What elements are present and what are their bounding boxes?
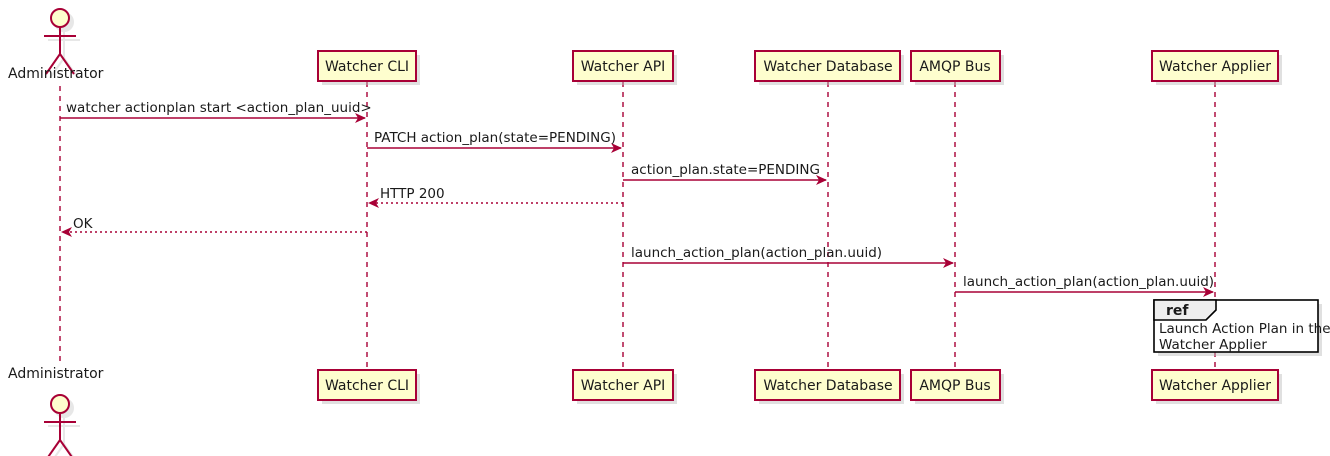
actor-head [50, 394, 70, 414]
participant-name: Watcher Database [763, 59, 892, 75]
message-1[interactable]: watcher actionplan start <action_plan_uu… [60, 100, 372, 123]
ref-body-line-1: Launch Action Plan in the [1159, 321, 1330, 337]
participant-box-watcher-cli-top[interactable]: Watcher CLI [317, 50, 420, 85]
messages-layer: watcher actionplan start <action_plan_uu… [60, 100, 1214, 297]
lifelines-layer [59, 82, 1216, 370]
message-label: HTTP 200 [380, 186, 445, 202]
participant-box-watcher-api-bottom[interactable]: Watcher API [572, 369, 677, 404]
message-label: OK [73, 216, 94, 232]
participant-box-watcher-api-top[interactable]: Watcher API [572, 50, 677, 85]
message-4[interactable]: HTTP 200 [368, 186, 623, 208]
participant-box-watcher-database-bottom[interactable]: Watcher Database [754, 369, 904, 404]
ref-header-label: ref [1166, 303, 1189, 319]
participant-name: Watcher CLI [325, 59, 409, 75]
participant-boxes-layer: Watcher CLI Watcher CLI Watcher API Watcher… [317, 50, 1282, 404]
participant-box-rect [910, 369, 1001, 401]
actor-head [50, 8, 70, 28]
participant-box-rect [1151, 50, 1279, 82]
participant-box-watcher-database-top[interactable]: Watcher Database [754, 50, 904, 85]
participant-box-rect [572, 50, 674, 82]
actor-administrator-bottom[interactable] [44, 394, 80, 456]
message-2[interactable]: PATCH action_plan(state=PENDING) [367, 130, 622, 153]
actor-leg-left [47, 439, 61, 456]
participant-name: Watcher API [581, 59, 666, 75]
ref-body-line-2: Watcher Applier [1159, 337, 1267, 353]
message-6[interactable]: launch_action_plan(action_plan.uuid) [623, 245, 954, 268]
participant-name: Watcher Database [763, 378, 892, 394]
actor-leg-left [45, 53, 61, 75]
message-label: watcher actionplan start <action_plan_uu… [66, 100, 372, 116]
actor-leg-left [54, 443, 65, 456]
participant-name: Watcher Applier [1159, 378, 1271, 394]
participant-box-watcher-cli-bottom[interactable]: Watcher CLI [317, 369, 420, 404]
message-label: launch_action_plan(action_plan.uuid) [631, 245, 882, 261]
participant-name: Watcher CLI [325, 378, 409, 394]
ref-header-tab [1153, 299, 1217, 321]
participant-box-amqp-bus-bottom[interactable]: AMQP Bus [910, 369, 1004, 404]
participant-box-rect [1151, 369, 1279, 401]
participant-box-rect [910, 50, 1001, 82]
actor-leg-right [59, 439, 73, 456]
participant-name: AMQP Bus [919, 59, 990, 75]
participant-box-rect [317, 50, 417, 82]
participant-box-rect [754, 369, 901, 401]
participant-box-watcher-applier-top[interactable]: Watcher Applier [1151, 50, 1282, 85]
participant-box-amqp-bus-top[interactable]: AMQP Bus [910, 50, 1004, 85]
participant-box-rect [572, 369, 674, 401]
participant-name: AMQP Bus [919, 378, 990, 394]
message-7[interactable]: launch_action_plan(action_plan.uuid) [955, 274, 1214, 297]
message-label: launch_action_plan(action_plan.uuid) [963, 274, 1214, 290]
participant-box-rect [317, 369, 417, 401]
message-3[interactable]: action_plan.state=PENDING [623, 162, 827, 185]
actor-leg-left [49, 57, 65, 79]
message-label: action_plan.state=PENDING [631, 162, 820, 178]
actor-administrator-top[interactable] [44, 8, 80, 79]
participant-name: Watcher API [581, 378, 666, 394]
message-5[interactable]: OK [61, 216, 367, 237]
actor-name-bottom: Administrator [8, 366, 104, 382]
actor-name-top: Administrator [8, 66, 104, 82]
message-label: PATCH action_plan(state=PENDING) [374, 130, 616, 146]
participant-name: Watcher Applier [1159, 59, 1271, 75]
participant-box-watcher-applier-bottom[interactable]: Watcher Applier [1151, 369, 1282, 404]
actor-leg-right [59, 53, 75, 75]
participant-box-rect [754, 50, 901, 82]
